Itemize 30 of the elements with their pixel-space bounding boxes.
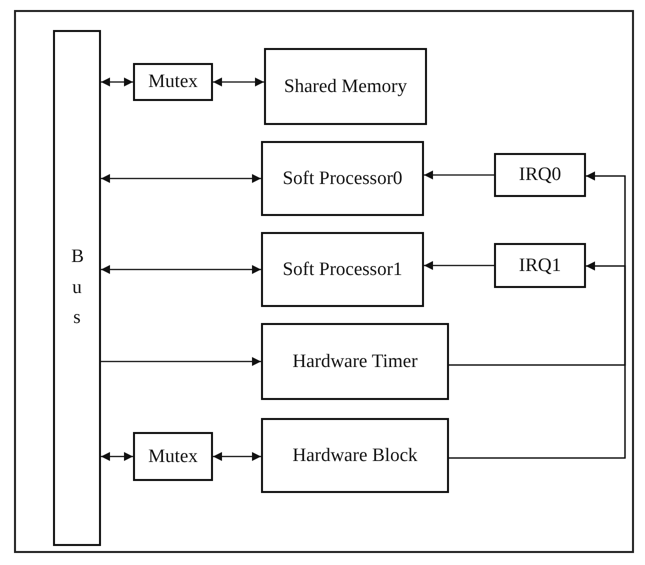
arrow [101, 265, 261, 274]
block-box [133, 432, 213, 481]
block-box [133, 63, 213, 101]
block-label: IRQ0 [518, 163, 562, 188]
bus-bar [53, 30, 101, 546]
arrow [101, 174, 261, 183]
block-label: IRQ1 [518, 254, 562, 278]
block-box [261, 232, 424, 307]
block-label: Mutex [148, 444, 198, 469]
arrow [424, 170, 494, 180]
arrow [101, 452, 133, 461]
arrow [213, 452, 261, 461]
block-box [494, 243, 586, 288]
arrow [449, 262, 626, 459]
block-label: Hardware Timer [292, 350, 418, 374]
block-label: Soft Processor1 [282, 258, 402, 282]
block-box [261, 141, 424, 216]
block-box [264, 48, 427, 125]
arrow [424, 261, 494, 270]
arrow [101, 357, 261, 366]
arrow [213, 78, 264, 86]
block-label: Hardware Block [292, 444, 418, 468]
bus-label: Bus [71, 245, 83, 330]
block-box [261, 418, 449, 493]
arrow [101, 78, 133, 86]
block-label: Shared Memory [284, 74, 407, 99]
block-label: Mutex [148, 70, 198, 94]
block-box [261, 323, 449, 400]
block-label: Soft Processor0 [282, 166, 402, 191]
block-box [494, 153, 586, 197]
